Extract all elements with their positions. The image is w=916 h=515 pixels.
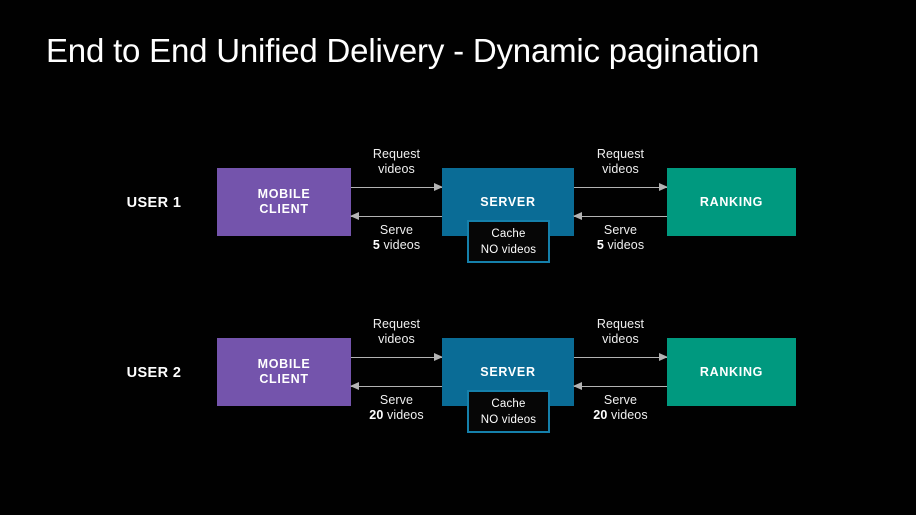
arrow-label-line-1: Serve [379,223,414,237]
cache-label-line-1: Cache [491,397,526,410]
user-label: USER 1 [126,195,182,211]
node-label: RANKING [699,364,764,379]
arrowhead-right-icon [659,353,668,361]
arrows-client-server: Request videos Serve 20 videos [350,317,443,440]
node-server[interactable]: SERVER [442,338,574,406]
arrow-label-line-2: videos [602,332,639,346]
node-ranking[interactable]: RANKING [667,168,796,236]
arrow-label-request: Request videos [351,147,442,177]
node-ranking[interactable]: RANKING [667,338,796,406]
arrow-label-line-2: 20 videos [574,408,667,423]
arrow-backward [574,216,667,217]
cache-label-line-2: NO videos [480,413,537,426]
arrow-label-line-1: Serve [603,223,638,237]
flow-row-user-2: USER 2 MOBILE CLIENT Request videos Serv… [0,317,916,440]
arrow-label-line-2: videos [378,162,415,176]
arrow-label-request: Request videos [351,317,442,347]
arrow-label-serve: Serve 5 videos [574,223,667,253]
node-label-line-2: CLIENT [259,372,309,386]
arrow-label-serve: Serve 20 videos [574,393,667,423]
arrow-label-line-1: Request [596,147,645,161]
arrow-forward [351,357,442,358]
node-label: SERVER [480,194,536,209]
serve-unit: videos [610,408,648,422]
user-label: USER 2 [126,365,182,381]
arrowhead-left-icon [573,212,582,220]
flow-row-user-1: USER 1 MOBILE CLIENT Request videos Serv… [0,147,916,270]
node-label-line-1: MOBILE [257,357,311,371]
serve-unit: videos [383,238,421,252]
serve-count: 20 [593,408,608,422]
arrow-forward [574,187,667,188]
node-mobile-client[interactable]: MOBILE CLIENT [217,338,351,406]
arrow-forward [574,357,667,358]
arrow-label-line-1: Serve [379,393,414,407]
arrowhead-left-icon [350,212,359,220]
cache-badge[interactable]: Cache NO videos [467,220,550,263]
arrow-label-line-2: videos [378,332,415,346]
serve-unit: videos [386,408,424,422]
arrowhead-left-icon [350,382,359,390]
arrows-client-server: Request videos Serve 5 videos [350,147,443,270]
arrows-server-ranking: Request videos Serve 5 videos [573,147,668,270]
cache-label-line-2: NO videos [480,243,537,256]
arrow-label-request: Request videos [574,147,667,177]
serve-count: 20 [369,408,384,422]
cache-label-line-1: Cache [491,227,526,240]
arrow-backward [574,386,667,387]
arrow-label-line-1: Request [372,147,421,161]
node-label-line-2: CLIENT [259,202,309,216]
arrow-label-line-1: Request [596,317,645,331]
arrowhead-right-icon [659,183,668,191]
arrow-label-serve: Serve 20 videos [351,393,442,423]
page-title: End to End Unified Delivery - Dynamic pa… [46,32,760,69]
arrow-backward [351,386,442,387]
serve-count: 5 [596,238,604,252]
node-mobile-client[interactable]: MOBILE CLIENT [217,168,351,236]
arrow-label-line-2: 5 videos [574,238,667,253]
arrow-label-line-2: 5 videos [351,238,442,253]
arrow-label-line-1: Serve [603,393,638,407]
node-label: SERVER [480,364,536,379]
serve-unit: videos [607,238,645,252]
serve-count: 5 [372,238,380,252]
arrow-label-line-2: 20 videos [351,408,442,423]
arrow-label-line-1: Request [372,317,421,331]
arrowhead-right-icon [434,353,443,361]
cache-badge[interactable]: Cache NO videos [467,390,550,433]
arrow-backward [351,216,442,217]
arrow-label-line-2: videos [602,162,639,176]
arrowhead-right-icon [434,183,443,191]
arrow-label-request: Request videos [574,317,667,347]
node-label-line-1: MOBILE [257,187,311,201]
arrows-server-ranking: Request videos Serve 20 videos [573,317,668,440]
arrow-forward [351,187,442,188]
arrowhead-left-icon [573,382,582,390]
node-label: RANKING [699,194,764,209]
arrow-label-serve: Serve 5 videos [351,223,442,253]
